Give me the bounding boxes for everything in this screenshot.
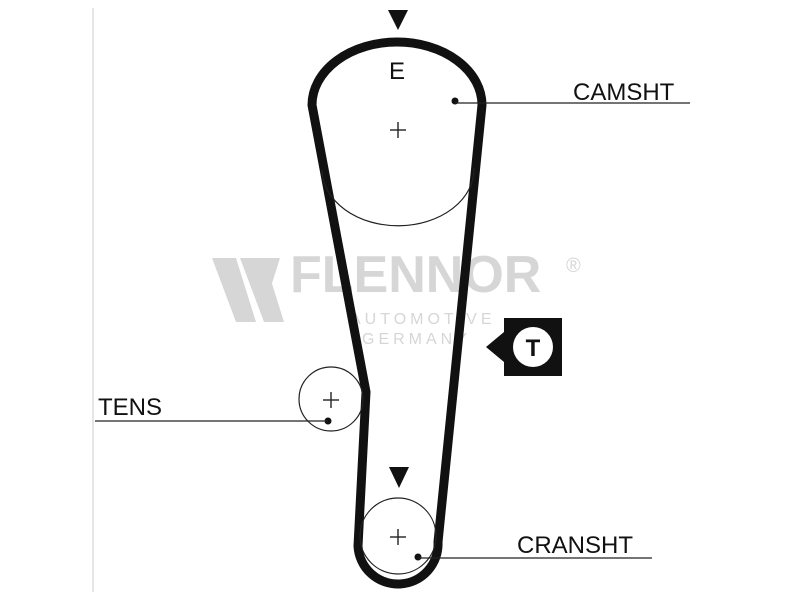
crankshaft-center-cross bbox=[390, 529, 406, 545]
tooth-badge: T bbox=[486, 318, 562, 376]
camshaft-label: CAMSHT bbox=[573, 79, 675, 106]
tensioner-outline bbox=[298, 366, 364, 432]
timing-belt bbox=[307, 37, 487, 589]
crankshaft-outline bbox=[359, 497, 437, 575]
watermark-registered-mark: ® bbox=[566, 255, 581, 277]
camshaft-mark-letter: E bbox=[389, 58, 405, 85]
camshaft-center-cross bbox=[390, 122, 406, 138]
crankshaft-pulley: CRANSHT bbox=[359, 467, 652, 575]
watermark-brand: FLENNOR bbox=[290, 246, 541, 304]
tooth-badge-letter: T bbox=[526, 335, 541, 362]
crankshaft-timing-arrow-icon bbox=[389, 467, 409, 488]
watermark-line1: AUTOMOTIVE bbox=[350, 311, 496, 328]
watermark-line2: GERMANY bbox=[362, 331, 471, 348]
tensioner-pulley: TENS bbox=[95, 366, 364, 432]
crankshaft-label: CRANSHT bbox=[517, 532, 633, 559]
brand-logo-icon bbox=[212, 258, 284, 322]
camshaft-pulley: CAMSHT E bbox=[321, 10, 690, 227]
camshaft-timing-arrow-icon bbox=[388, 10, 408, 30]
crankshaft-mark-dot bbox=[414, 553, 422, 561]
tensioner-center-cross bbox=[323, 392, 339, 408]
tooth-badge-circle bbox=[513, 327, 553, 367]
camshaft-pulley-outline bbox=[321, 167, 475, 227]
tensioner-label: TENS bbox=[98, 394, 162, 421]
